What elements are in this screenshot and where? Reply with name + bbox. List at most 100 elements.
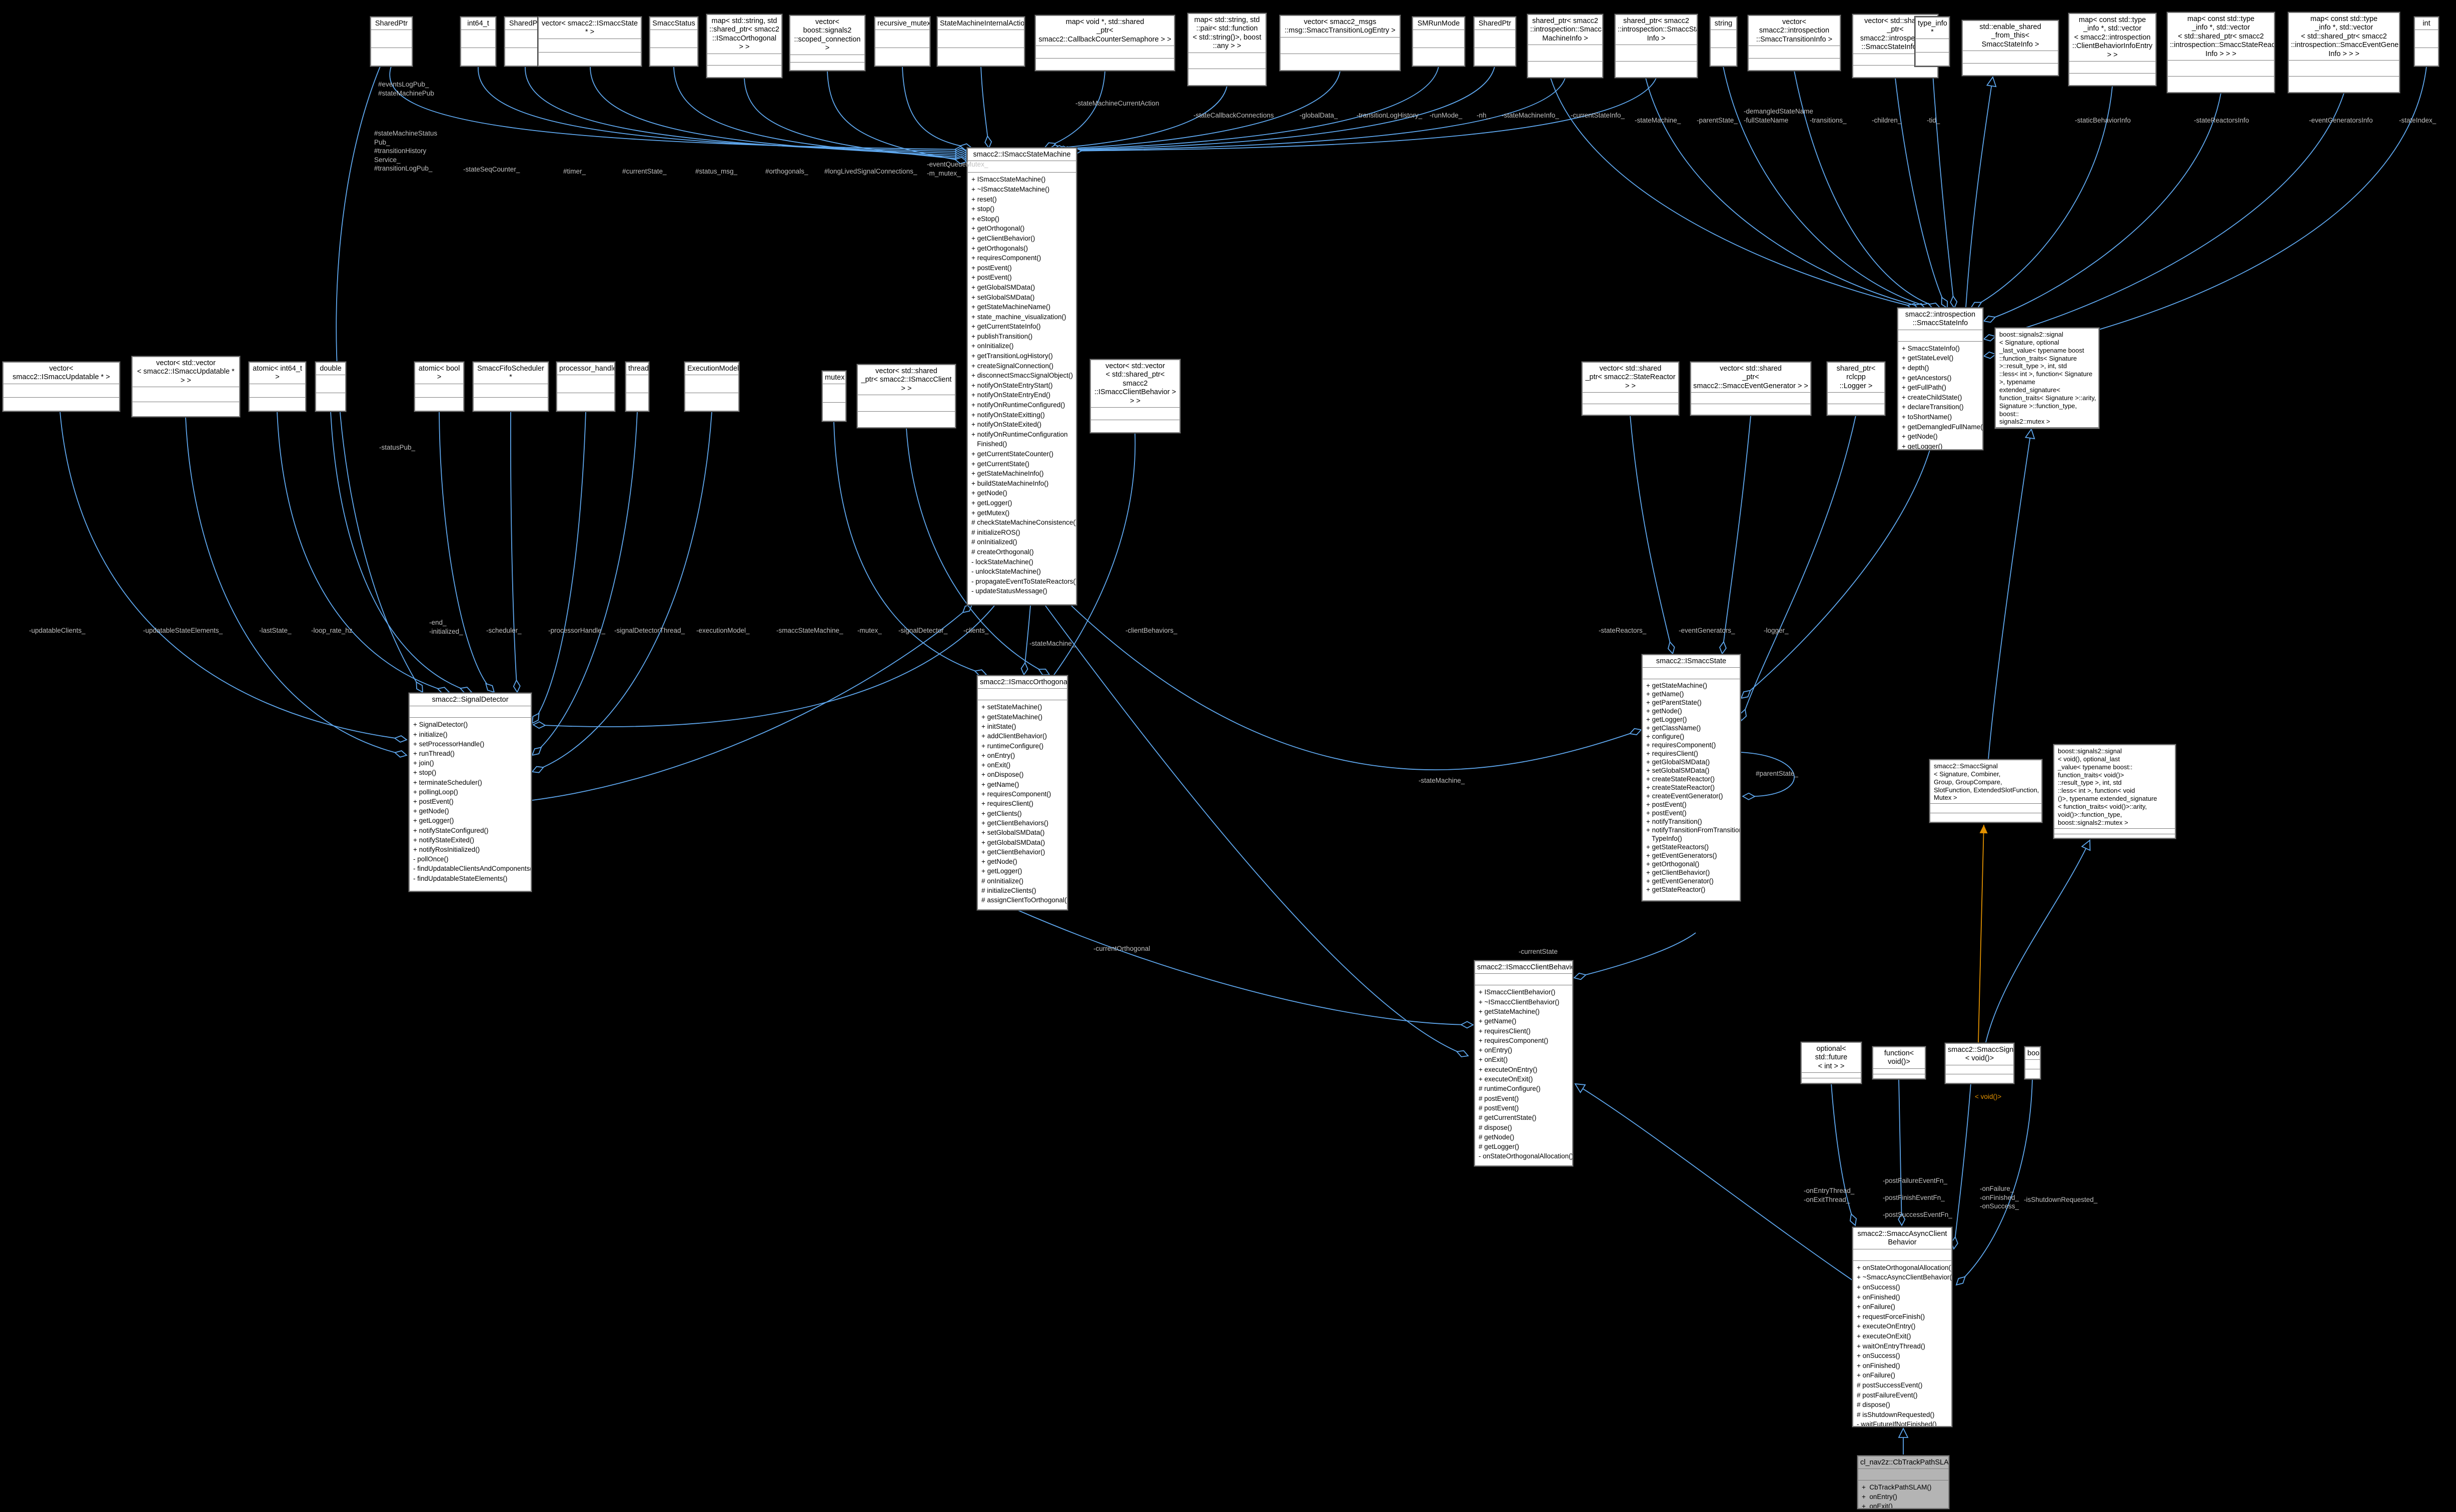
class-box-smacc-fifo-scheduler[interactable]: SmaccFifoScheduler * <box>472 361 549 412</box>
class-box-optional-future-int[interactable]: optional< std::future < int > > <box>1800 1041 1862 1084</box>
class-box-ismacc-state[interactable]: smacc2::ISmaccState+ getStateMachine()+ … <box>1641 654 1741 902</box>
class-box-type-info-ptr[interactable]: type_info * <box>1914 16 1950 67</box>
class-box-shared-ptr-3[interactable]: SharedPtr <box>1473 16 1517 67</box>
member-entry: + join() <box>413 759 434 767</box>
relationship-edge <box>590 66 967 156</box>
member-entry: + getLogger() <box>971 499 1012 507</box>
member-entry: + onEntry() <box>981 751 1015 759</box>
class-box-ismacc-state-machine[interactable]: smacc2::ISmaccStateMachine+ ISmaccStateM… <box>966 147 1077 606</box>
class-box-enable-shared-from-this[interactable]: std::enable_shared _from_this< SmaccStat… <box>1961 20 2059 77</box>
member-entry: + requiresClient() <box>1479 1027 1531 1035</box>
class-box-map-client-behavior-info[interactable]: map< const std::type _info *, std::vecto… <box>2068 13 2157 87</box>
attributes-compartment <box>1475 974 1572 986</box>
member-entry: + configure() <box>1646 733 1685 741</box>
class-box-double[interactable]: double <box>315 361 347 412</box>
class-box-smacc-state-info[interactable]: smacc2::introspection ::SmaccStateInfo+ … <box>1897 307 1984 451</box>
edge-label: -eventGenerators_ <box>1679 627 1735 634</box>
class-box-atomic-bool[interactable]: atomic< bool > <box>414 361 465 412</box>
class-box-state-machine-internal-action[interactable]: StateMachineInternalAction <box>936 16 1025 67</box>
empty-compartment <box>415 384 463 398</box>
member-entry: # dispose() <box>1857 1401 1890 1409</box>
class-box-shared-ptr-1[interactable]: SharedPtr <box>370 16 413 67</box>
class-box-vector-vector-updatable[interactable]: vector< std::vector < smacc2::ISmaccUpda… <box>131 356 241 418</box>
member-entry: + getOrthogonal() <box>971 225 1025 233</box>
class-box-vector-scoped-connection[interactable]: vector< boost::signals2 ::scoped_connect… <box>789 15 866 72</box>
class-box-vector-transition-info[interactable]: vector< smacc2::introspection ::SmaccTra… <box>1747 15 1841 72</box>
edge-label: -onFailure_ -onFinished_ -onSuccess_ <box>1980 1185 2019 1210</box>
class-box-map-event-generator-info[interactable]: map< const std::type _info *, std::vecto… <box>2287 12 2400 94</box>
member-entry: + disconnectSmaccSignalObject() <box>971 372 1073 380</box>
class-title: vector< smacc2::ISmaccState * > <box>539 18 641 39</box>
class-title: string <box>1711 18 1736 31</box>
relationship-edge <box>1985 840 2090 1043</box>
edge-label: -stateMachineCurrentAction <box>1075 100 1159 107</box>
class-box-map-callback-counter-semaphore[interactable]: map< void *, std::shared _ptr< smacc2::C… <box>1034 15 1175 72</box>
empty-compartment <box>505 30 546 49</box>
class-box-vector-event-generator[interactable]: vector< std::shared _ptr< smacc2::SmaccE… <box>1690 361 1812 416</box>
empty-compartment <box>1916 39 1949 53</box>
class-box-shared-ptr-state-info[interactable]: shared_ptr< smacc2 ::introspection::Smac… <box>1614 14 1698 79</box>
aggregation-diamond <box>1456 1050 1469 1057</box>
empty-compartment <box>1188 69 1266 85</box>
member-entry: # getCurrentState() <box>1479 1114 1537 1122</box>
class-box-map-global-data[interactable]: map< std::string, std ::pair< std::funct… <box>1187 13 1267 87</box>
member-entry: + getLogger() <box>413 817 454 825</box>
relationship-edge <box>1978 824 1984 1043</box>
empty-compartment <box>1616 45 1697 62</box>
class-box-smacc-status[interactable]: SmaccStatus <box>649 16 699 67</box>
class-box-ismacc-orthogonal[interactable]: smacc2::ISmaccOrthogonal+ setStateMachin… <box>976 675 1068 911</box>
member-entry: + getName() <box>1646 690 1684 698</box>
class-box-shared-ptr-logger[interactable]: shared_ptr< rclcpp ::Logger > <box>1826 361 1886 416</box>
class-box-map-orthogonals[interactable]: map< std::string, std ::shared_ptr< smac… <box>706 14 783 79</box>
inheritance-arrow <box>1979 825 1988 834</box>
class-box-boost-signal-void[interactable]: boost::signals2::signal < void(), option… <box>2053 744 2176 839</box>
class-box-processor-handle[interactable]: processor_handle <box>556 361 616 412</box>
class-box-vector-state-reactor[interactable]: vector< std::shared _ptr< smacc2::StateR… <box>1581 361 1680 416</box>
class-box-function-void[interactable]: function< void()> <box>1872 1046 1926 1080</box>
class-box-vector-ismacc-state-ptr[interactable]: vector< smacc2::ISmaccState * > <box>537 16 642 67</box>
relationship-edge <box>744 78 967 160</box>
member-entry: + executeOnExit() <box>1857 1332 1911 1340</box>
class-box-shared-ptr-sm-info[interactable]: shared_ptr< smacc2 ::introspection::Smac… <box>1527 14 1604 79</box>
class-box-string[interactable]: string <box>1709 16 1738 67</box>
class-box-execution-model[interactable]: ExecutionModel <box>684 361 740 412</box>
edge-label: #eventsLogPub_ #stateMachinePub <box>378 81 434 97</box>
class-box-mutex[interactable]: mutex <box>821 370 847 422</box>
class-box-int64-t[interactable]: int64_t <box>460 16 497 67</box>
member-entry: + onEntry() <box>1479 1046 1513 1054</box>
class-box-cb-track-path-slam[interactable]: cl_nav2z::CbTrackPathSLAM+ CbTrackPathSL… <box>1857 1455 1950 1509</box>
member-entry: + getClientBehavior() <box>1646 869 1710 877</box>
relationship-edge <box>1061 66 1495 151</box>
class-box-vector-vector-client-behavior[interactable]: vector< std::vector < std::shared_ptr< s… <box>1089 359 1181 434</box>
class-box-ismacc-client-behavior[interactable]: smacc2::ISmaccClientBehavior+ ISmaccClie… <box>1474 960 1574 1167</box>
relationship-edge <box>1575 1083 1853 1281</box>
class-box-int[interactable]: int <box>2413 16 2439 67</box>
class-box-smacc-signal-template[interactable]: smacc2::SmaccSignal < Signature, Combine… <box>1929 759 2043 823</box>
attributes-compartment <box>968 161 1076 173</box>
aggregation-diamond <box>1955 1276 1966 1286</box>
aggregation-diamond <box>532 721 546 729</box>
class-box-vector-updatable[interactable]: vector< smacc2::ISmaccUpdatable * > <box>2 361 121 412</box>
relationship-edge <box>1965 77 1993 308</box>
class-box-thread[interactable]: thread <box>625 361 650 412</box>
class-box-boost-signal-signature[interactable]: boost::signals2::signal < Signature, opt… <box>1994 327 2100 429</box>
class-title: StateMachineInternalAction <box>938 18 1024 31</box>
class-box-sm-run-mode[interactable]: SMRunMode <box>1412 16 1466 67</box>
class-box-smacc-signal-void[interactable]: smacc2::SmaccSignal < void()> <box>1944 1042 2015 1084</box>
class-title: type_info * <box>1916 18 1949 39</box>
member-entry: + runtimeConfigure() <box>981 742 1044 750</box>
class-box-vector-transition-log-entry[interactable]: vector< smacc2_msgs ::msg::SmaccTransiti… <box>1279 15 1401 72</box>
inheritance-arrow <box>1574 1083 1586 1093</box>
inheritance-arrow <box>1986 76 1997 88</box>
class-box-vector-ismacc-client[interactable]: vector< std::shared _ptr< smacc2::ISmacc… <box>856 364 956 429</box>
class-box-bool[interactable]: bool <box>2024 1046 2041 1080</box>
class-box-signal-detector[interactable]: smacc2::SignalDetector+ SignalDetector()… <box>408 692 532 892</box>
class-box-atomic-int64[interactable]: atomic< int64_t > <box>248 361 307 412</box>
class-box-map-state-reactor-info[interactable]: map< const std::type _info *, std::vecto… <box>2166 12 2275 94</box>
class-box-recursive-mutex[interactable]: recursive_mutex <box>874 16 931 67</box>
empty-compartment <box>1853 54 1937 66</box>
class-box-smacc-async-client-behavior[interactable]: smacc2::SmaccAsyncClient Behavior+ onSta… <box>1852 1226 1953 1427</box>
member-entry: + postEvent() <box>971 264 1012 272</box>
class-title: vector< std::shared _ptr< smacc2::StateR… <box>1583 363 1678 393</box>
relationship-edge <box>833 421 987 675</box>
